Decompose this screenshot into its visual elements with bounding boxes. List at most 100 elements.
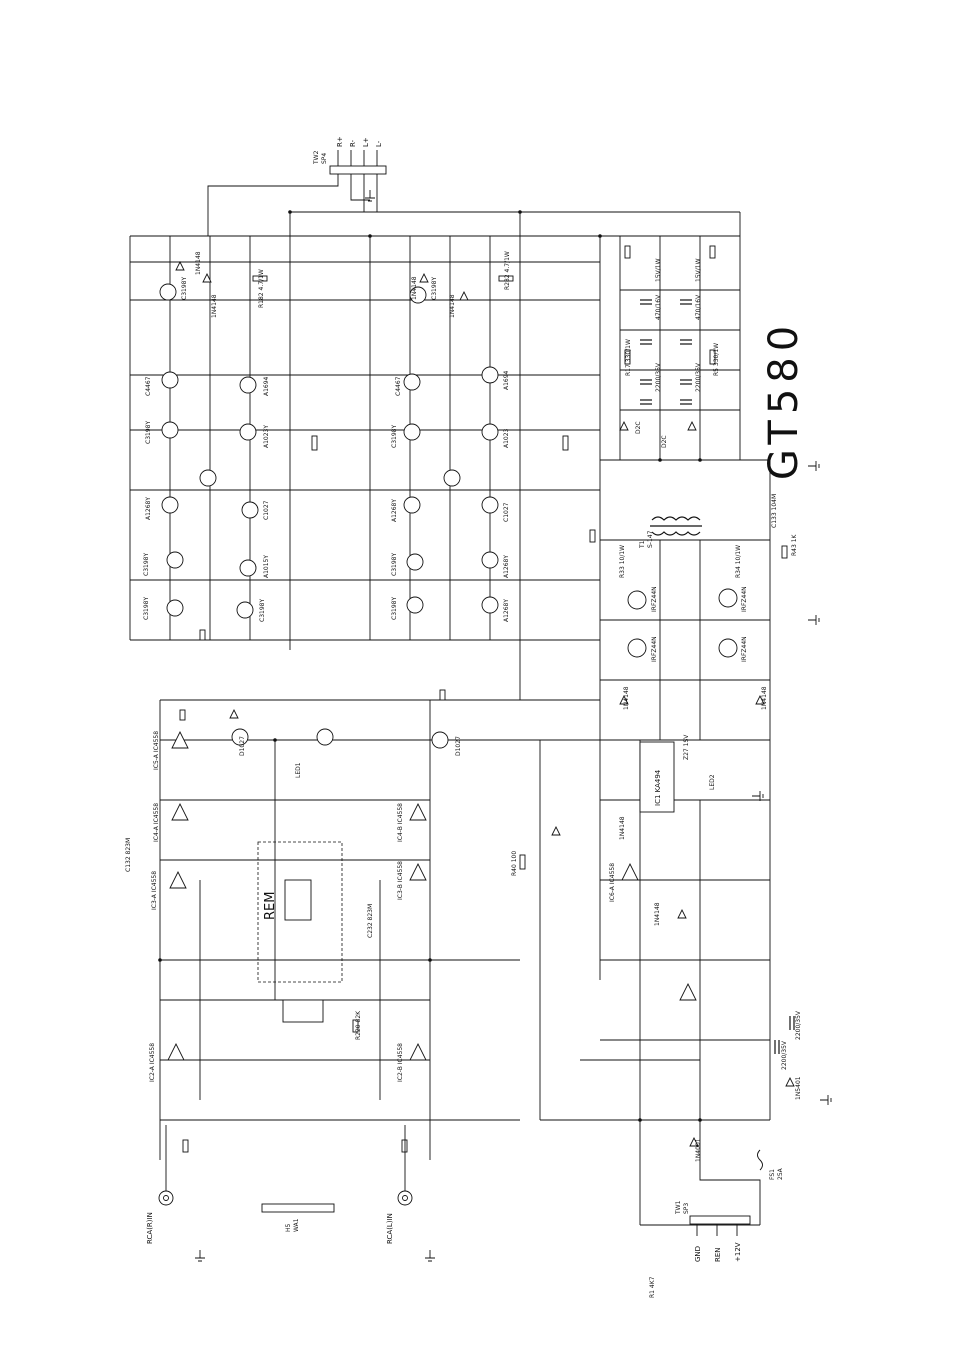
resistors	[179, 245, 788, 1153]
component-labels: R182 4.7/1W R282 4.7/1W R33 10/1W R34 10…	[125, 251, 798, 1298]
d17-label: 15V/1W	[695, 258, 702, 282]
r282-label: R282 4.7/1W	[504, 251, 511, 290]
r17-label: R17 330/1W	[625, 339, 632, 376]
transformer-ref: T1	[639, 540, 646, 549]
q264-label: A1268Y	[391, 499, 398, 522]
ic5a-label: IC5-A IC4558	[153, 731, 160, 770]
wa1-connector: H5 WA1	[261, 1203, 335, 1232]
r5-label: R5 330/1W	[713, 343, 720, 376]
speaker-pin-l-minus: L-	[375, 140, 383, 147]
q161-label: C3198Y	[143, 553, 150, 576]
q201-label: D1027	[455, 736, 462, 756]
rca-inputs: RCA(R)IN RCA(L)IN	[146, 1125, 413, 1244]
led1-label: LED1	[295, 762, 302, 778]
remote-box-label: REM	[263, 892, 278, 920]
transistor-labels: C3198Y C4467 C3198Y A1268Y C3198Y C3198Y…	[143, 277, 510, 756]
d202-label: 1N4148	[449, 294, 456, 318]
q268-label: A1023	[503, 428, 510, 448]
q164-label: A1268Y	[145, 497, 152, 520]
q263-label: A1268Y	[503, 555, 510, 578]
speaker-pin-r-minus: R-	[349, 139, 357, 147]
d16-label: 15V/1W	[655, 258, 662, 282]
junctions	[158, 210, 702, 1122]
q265-label: C1027	[503, 502, 510, 522]
q170-label: A1694	[263, 376, 270, 396]
d201-label: 1N4148	[411, 276, 418, 300]
q160-label: C3198Y	[143, 597, 150, 620]
d101-label: 1N4148	[195, 251, 202, 275]
q171-label: C3198Y	[181, 277, 188, 300]
r220-label: R220 82K	[355, 1010, 362, 1040]
ic4a-label: IC4-A IC4558	[153, 803, 160, 842]
op-amps: IC5-A IC4558 IC4-A IC4558 IC3-A IC4558 I…	[149, 731, 697, 1082]
c16-label: 2200/35V	[781, 1040, 788, 1070]
c232-label: C232 823M	[367, 904, 374, 938]
right-amp-transistors	[403, 286, 499, 749]
speaker-connector-ref: TW2	[313, 150, 320, 165]
d9-label: 1N4148	[619, 816, 626, 840]
power-pin-ren: REN	[714, 1247, 722, 1262]
supply-caps: 2200/35V 2200/35V 1N5401 1N4001	[695, 1010, 802, 1162]
ic3a-label: IC3-A IC4558	[151, 871, 158, 910]
r33-label: R33 10/1W	[619, 545, 626, 578]
speaker-pin-l-plus: L+	[362, 137, 370, 147]
rca-right-label: RCA(R)IN	[146, 1212, 154, 1244]
speaker-connector: R+ R- L+ L- TW2 SP4	[313, 136, 387, 175]
speaker-pin-r-plus: R+	[336, 136, 344, 147]
q165-label: C1027	[263, 500, 270, 520]
mosfet-q2: IRFZ44N	[741, 586, 748, 612]
fuse-ref: FS1	[769, 1169, 776, 1180]
power-connector-ref: TW1	[675, 1200, 682, 1215]
power-connector: GND REN +12V TW1 SP3 FS1 25A	[675, 1149, 784, 1262]
mosfets: IRFZ44N IRFZ44N IRFZ44N IRFZ44N	[627, 586, 748, 662]
q261-label: C3198Y	[391, 553, 398, 576]
left-amp-transistors	[159, 283, 334, 746]
ground-symbols	[195, 190, 832, 1262]
ic2b-label: IC2-B IC4558	[397, 1043, 404, 1082]
q167-label: C3198Y	[145, 421, 152, 444]
led2-label: LED2	[709, 774, 716, 790]
c133-label: C133 104M	[771, 494, 778, 528]
q169-label: C4467	[145, 376, 152, 396]
wa1-ref2: H5	[285, 1223, 292, 1232]
wiring	[129, 174, 771, 1226]
d4-label: 1N5401	[795, 1076, 802, 1100]
r40-label: R40 100	[511, 851, 518, 876]
q162-label: C3198Y	[259, 599, 266, 622]
power-connector-ref2: SP3	[683, 1203, 690, 1214]
q260-label: C3198Y	[391, 597, 398, 620]
q101-label: D1027	[239, 736, 246, 756]
q269-label: C4467	[395, 376, 402, 396]
transformer-t1: T1 S-147	[639, 516, 702, 549]
d14-label: D2C	[635, 421, 642, 434]
power-pin-12v: +12V	[734, 1242, 742, 1262]
wa1-ref: WA1	[293, 1218, 300, 1232]
q271-label: C3198Y	[431, 277, 438, 300]
ic1-label: IC1 KA494	[654, 769, 662, 806]
c27-label: 2200/35V	[655, 362, 662, 392]
c28-label: 2200/35V	[695, 362, 702, 392]
q262-label: A1268Y	[503, 599, 510, 622]
model-label: GT580	[761, 320, 807, 480]
r182-label: R182 4.7/1W	[258, 269, 265, 308]
d1-label: 1N4001	[695, 1138, 702, 1162]
power-pin-gnd: GND	[694, 1246, 702, 1262]
q168-label: A1023Y	[263, 425, 270, 448]
mosfet-q1: IRFZ44N	[651, 586, 658, 612]
ic1-ka494: IC1 KA494	[639, 741, 675, 813]
c132-label: C132 823M	[125, 838, 132, 872]
mosfet-q6: IRFZ44N	[651, 636, 658, 662]
d11-label: 1N4148	[761, 686, 768, 710]
r34-label: R34 10/1W	[735, 545, 742, 578]
c30-label: 470/16V	[695, 294, 702, 320]
r1-label: R1 4K7	[649, 1276, 656, 1298]
mosfet-q7: IRFZ44N	[741, 636, 748, 662]
ic3b-label: IC3-B IC4558	[397, 861, 404, 900]
ic4b-label: IC4-B IC4558	[397, 803, 404, 842]
ic2a-label: IC2-A IC4558	[149, 1043, 156, 1082]
d102-label: 1N4148	[211, 294, 218, 318]
q270-label: A1694	[503, 370, 510, 390]
ic6a-label: IC6-A IC4558	[609, 863, 616, 902]
d13-label: D2C	[661, 435, 668, 448]
d8-label: 1N4148	[654, 902, 661, 926]
